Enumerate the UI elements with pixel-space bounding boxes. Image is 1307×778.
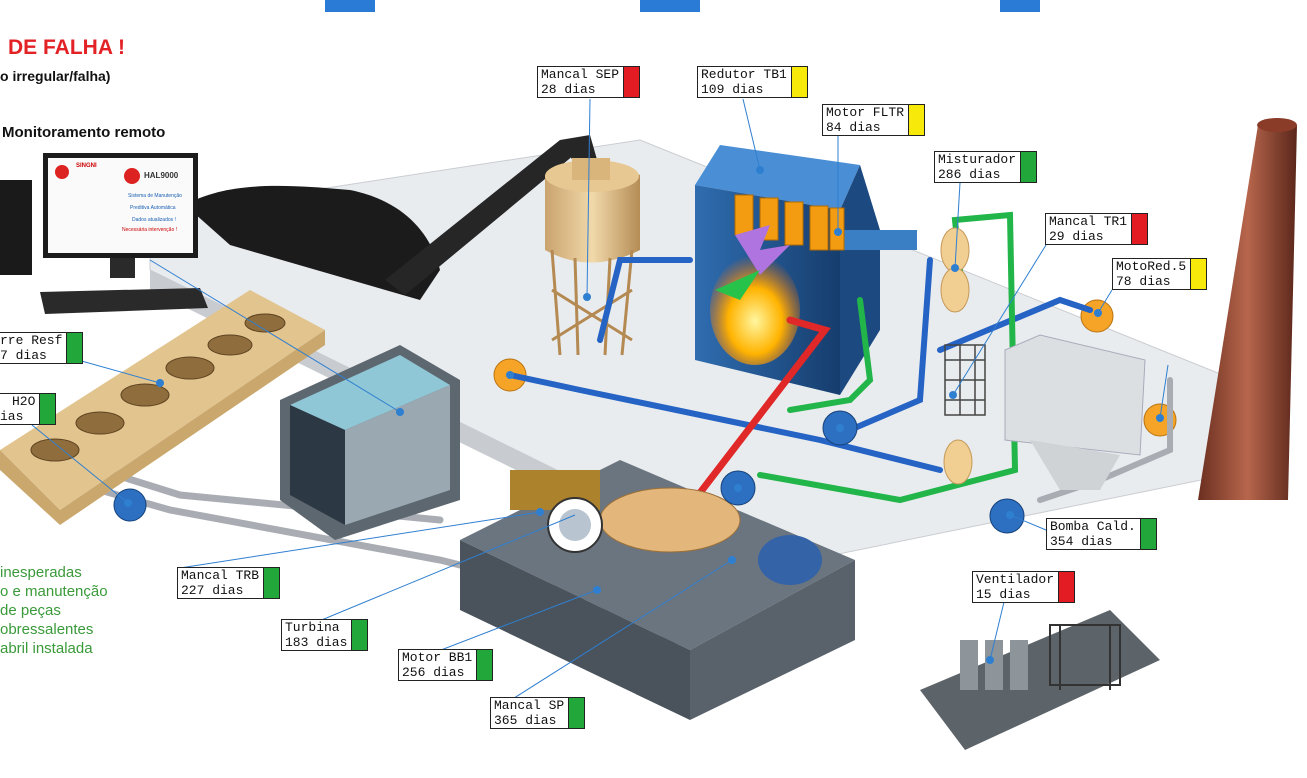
- benefit-item: abril instalada: [0, 640, 93, 657]
- control-room: [280, 345, 460, 540]
- tag-name: Misturador: [938, 152, 1017, 167]
- chimney: [1198, 118, 1297, 500]
- monitor-screen: SINGNI HAL9000 Sistema de Manutenção Pre…: [50, 160, 191, 251]
- tag-name: Motor FLTR: [826, 105, 905, 120]
- status-indicator-warning: [1190, 259, 1207, 289]
- monitor-brand-left: SINGNI: [76, 163, 97, 169]
- monitor-brand-right: HAL9000: [144, 171, 179, 180]
- tag-name: Mancal SP: [494, 698, 565, 713]
- tag-days: 7 dias: [0, 348, 47, 363]
- status-indicator-ok: [351, 620, 368, 650]
- benefit-item: inesperadas: [0, 564, 82, 581]
- tag-days: 15 dias: [976, 587, 1031, 602]
- monitoring-title: Monitoramento remoto: [2, 124, 166, 141]
- tag-days: 28 dias: [541, 82, 596, 97]
- tag-days: 227 dias: [181, 583, 244, 598]
- tag-name: rre Resf: [0, 333, 63, 348]
- status-indicator-critical: [1058, 572, 1075, 602]
- status-indicator-ok: [263, 568, 280, 598]
- title-bar-fragment-right: [1000, 0, 1040, 12]
- substation: [920, 610, 1160, 750]
- status-indicator-warning: [790, 67, 807, 97]
- alert-title: DE FALHA !: [8, 36, 126, 59]
- monitor-line-3: Dados atualizados !: [132, 217, 176, 223]
- title-bar-fragment-mid: [640, 0, 700, 12]
- computer-workstation: [0, 153, 208, 314]
- silo: [545, 158, 640, 356]
- tag-days: 78 dias: [1116, 274, 1171, 289]
- turbine-platform: [460, 460, 855, 720]
- steam-tanks: [940, 227, 973, 485]
- monitor-line-4: Necessária intervenção !: [122, 227, 178, 233]
- status-indicator-warning: [908, 105, 925, 135]
- tag-days: 354 dias: [1050, 534, 1113, 549]
- tag-name: Bomba Cald.: [1050, 519, 1136, 534]
- benefit-item: de peças: [0, 602, 61, 619]
- benefit-item: obressalentes: [0, 621, 94, 638]
- status-indicator-ok: [1139, 519, 1156, 549]
- tag-days: 84 dias: [826, 120, 881, 135]
- benefit-item: o e manutenção: [0, 583, 108, 600]
- tag-days: 29 dias: [1049, 229, 1104, 244]
- blue-pipe: [507, 372, 943, 473]
- tag-days: 286 dias: [938, 167, 1001, 182]
- tag-bomba-cald[interactable]: Bomba Cald.354 dias: [1046, 518, 1157, 550]
- tag-name: Turbina: [285, 620, 340, 635]
- tag-name: Mancal TRB: [181, 568, 260, 583]
- filter-house: [1004, 334, 1146, 490]
- benefits-list: inesperadas o e manutenção de peças obre…: [0, 563, 108, 658]
- monitor-line-1: Sistema de Manutenção: [128, 193, 182, 199]
- tag-name: MotoRed.5: [1116, 259, 1187, 274]
- title-bar-fragment-left: [325, 0, 375, 12]
- coal-pile: [185, 185, 440, 300]
- monitor-line-2: Preditiva Automática: [130, 205, 176, 211]
- tag-name: Motor BB1: [402, 650, 473, 665]
- tag-name: H2O: [12, 394, 36, 409]
- tag-name: Mancal SEP: [541, 67, 620, 82]
- tag-days: 365 dias: [494, 713, 557, 728]
- tag-name: Redutor TB1: [701, 67, 787, 82]
- alert-subtitle: o irregular/falha): [0, 68, 111, 84]
- coal-conveyor: [385, 140, 580, 295]
- scaffold: [944, 344, 986, 416]
- status-indicator-ok: [476, 650, 493, 680]
- status-indicator-critical: [623, 67, 640, 97]
- tag-days: 109 dias: [701, 82, 764, 97]
- status-indicator-ok: [39, 394, 56, 424]
- tag-days: 256 dias: [402, 665, 465, 680]
- cooling-tower: [0, 290, 325, 525]
- tag-days: 183 dias: [285, 635, 348, 650]
- status-indicator-critical: [1131, 214, 1148, 244]
- status-indicator-ok: [1020, 152, 1037, 182]
- status-indicator-ok: [66, 333, 83, 363]
- boiler: [695, 145, 917, 395]
- tag-days: ias: [0, 409, 24, 424]
- tag-name: Mancal TR1: [1049, 214, 1128, 229]
- tag-name: Ventilador: [976, 572, 1055, 587]
- status-indicator-ok: [568, 698, 585, 728]
